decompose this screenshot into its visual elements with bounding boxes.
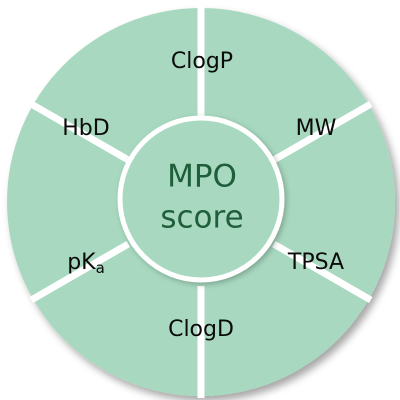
segment-label-clogp: ClogP [171,49,233,74]
segment-label-tpsa: TPSA [287,250,344,275]
segment-label-hbd: HbD [62,116,109,141]
segment-labels: ClogP MW TPSA ClogD pKa HbD [62,49,344,342]
separator-hbd-clogp [29,240,131,304]
center-circle [117,115,285,283]
separator-clogd-pka [271,240,373,304]
separator-tpsa-clogd [271,100,373,164]
segment-separators [29,6,373,398]
separator-clogp-mw [29,100,131,164]
center-hub: MPO score [117,115,285,283]
segment-label-pka: pKa [67,250,105,277]
segment-label-pka-subscript: a [96,259,105,277]
segment-label-clogd: ClogD [168,317,234,342]
center-title-line1: MPO [167,159,237,195]
segment-label-mw: MW [296,116,337,141]
center-title-line2: score [160,200,243,236]
